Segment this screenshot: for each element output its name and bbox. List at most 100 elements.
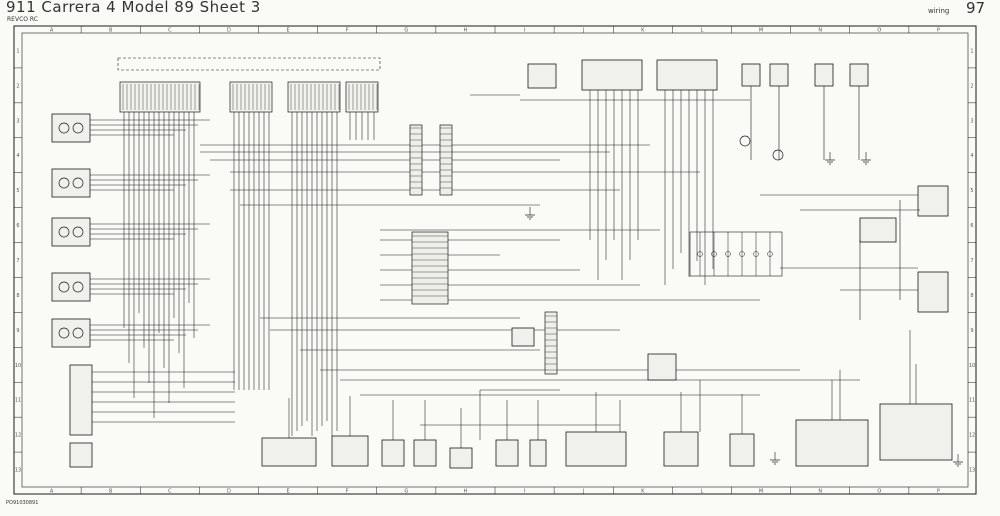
connector-component (663, 431, 699, 467)
grid-row-label: 4 (16, 153, 19, 159)
grid-row-label: 5 (16, 188, 19, 194)
grid-col-label: L (701, 489, 704, 495)
grid-row-label: 1 (970, 48, 973, 54)
connector-component (795, 419, 869, 467)
grid-row-label: 10 (15, 363, 21, 369)
page-title: 911 Carrera 4 Model 89 Sheet 3 (6, 0, 261, 16)
ground-block (69, 442, 93, 468)
relay-coil (739, 251, 745, 257)
grid-col-label: G (404, 489, 408, 495)
grid-row-label: 9 (970, 328, 973, 334)
grid-col-label: J (582, 489, 584, 495)
grid-col-label: D (227, 28, 231, 34)
grid-row-label: 13 (15, 468, 21, 474)
connector-block (287, 81, 341, 113)
grid-col-label: K (641, 28, 645, 34)
grid-row-label: 6 (16, 223, 19, 229)
sensor-module (51, 272, 91, 302)
relay-array (689, 231, 783, 277)
connector-component (449, 447, 473, 469)
grid-col-label: P (937, 28, 940, 34)
relay-coil (767, 251, 773, 257)
grid-col-label: C (168, 489, 172, 495)
control-relay (917, 271, 949, 313)
footer-code: PO91030891 (6, 500, 39, 506)
grid-col-label: A (50, 489, 54, 495)
grid-row-label: 3 (16, 118, 19, 124)
sensor-symbol (72, 327, 84, 339)
grid-col-label: F (346, 489, 349, 495)
terminal-strip (409, 124, 423, 196)
grid-row-label: 3 (970, 118, 973, 124)
terminal-strip (544, 311, 558, 375)
grid-col-label: N (818, 28, 822, 34)
relay (527, 63, 557, 89)
switch (849, 63, 869, 87)
sensor-symbol (58, 327, 70, 339)
connector-block (345, 81, 379, 113)
connector-block (119, 81, 201, 113)
grid-col-label: E (286, 28, 289, 34)
grid-row-label: 9 (16, 328, 19, 334)
switch (741, 63, 761, 87)
grid-col-label: I (524, 489, 525, 495)
grid-col-label: F (346, 28, 349, 34)
terminal-strip (411, 231, 449, 305)
grid-row-label: 11 (969, 398, 975, 404)
grid-col-label: E (286, 489, 289, 495)
grid-row-label: 2 (970, 83, 973, 89)
grid-col-label: L (701, 28, 704, 34)
relay-coil (725, 251, 731, 257)
grid-row-label: 8 (970, 293, 973, 299)
grid-row-label: 1 (16, 48, 19, 54)
connector-component (529, 439, 547, 467)
connector-block (229, 81, 273, 113)
grid-col-label: H (464, 28, 468, 34)
sensor-symbol (72, 122, 84, 134)
sheet-number: 97 (966, 0, 986, 17)
grid-col-label: H (464, 489, 468, 495)
page-subtitle: REVCO RC (7, 16, 38, 23)
grid-col-label: G (404, 28, 408, 34)
grid-col-label: M (759, 489, 763, 495)
grid-row-label: 7 (16, 258, 19, 264)
connector-component (331, 435, 369, 467)
switch (814, 63, 834, 87)
grid-row-label: 4 (970, 153, 973, 159)
grid-col-label: C (168, 28, 172, 34)
connector-component (413, 439, 437, 467)
relay-coil (697, 251, 703, 257)
grid-col-label: D (227, 489, 231, 495)
sensor-symbol (72, 226, 84, 238)
relay-coil (753, 251, 759, 257)
relay-block (581, 59, 643, 91)
switch-block (859, 217, 897, 243)
sensor-module (647, 353, 677, 381)
grid-row-label: 5 (970, 188, 973, 194)
switch (511, 327, 535, 347)
grid-col-label: O (877, 28, 881, 34)
grid-row-label: 8 (16, 293, 19, 299)
sensor-module (51, 113, 91, 143)
connector-component (495, 439, 519, 467)
lamp-symbol (772, 149, 784, 161)
connector-component (729, 433, 755, 467)
connector-component (565, 431, 627, 467)
connector-component (381, 439, 405, 467)
sensor-symbol (58, 226, 70, 238)
grid-row-label: 2 (16, 83, 19, 89)
lamp-symbol (739, 135, 751, 147)
grid-col-label: N (818, 489, 822, 495)
sensor-symbol (58, 122, 70, 134)
corner-label: wiring (928, 7, 950, 15)
sensor-module (51, 318, 91, 348)
grid-col-label: K (641, 489, 645, 495)
grid-row-label: 12 (15, 433, 21, 439)
relay-coil (711, 251, 717, 257)
grid-row-label: 6 (970, 223, 973, 229)
sensor-symbol (58, 281, 70, 293)
sensor-module (51, 217, 91, 247)
grid-row-label: 12 (969, 433, 975, 439)
grid-col-label: J (582, 28, 584, 34)
